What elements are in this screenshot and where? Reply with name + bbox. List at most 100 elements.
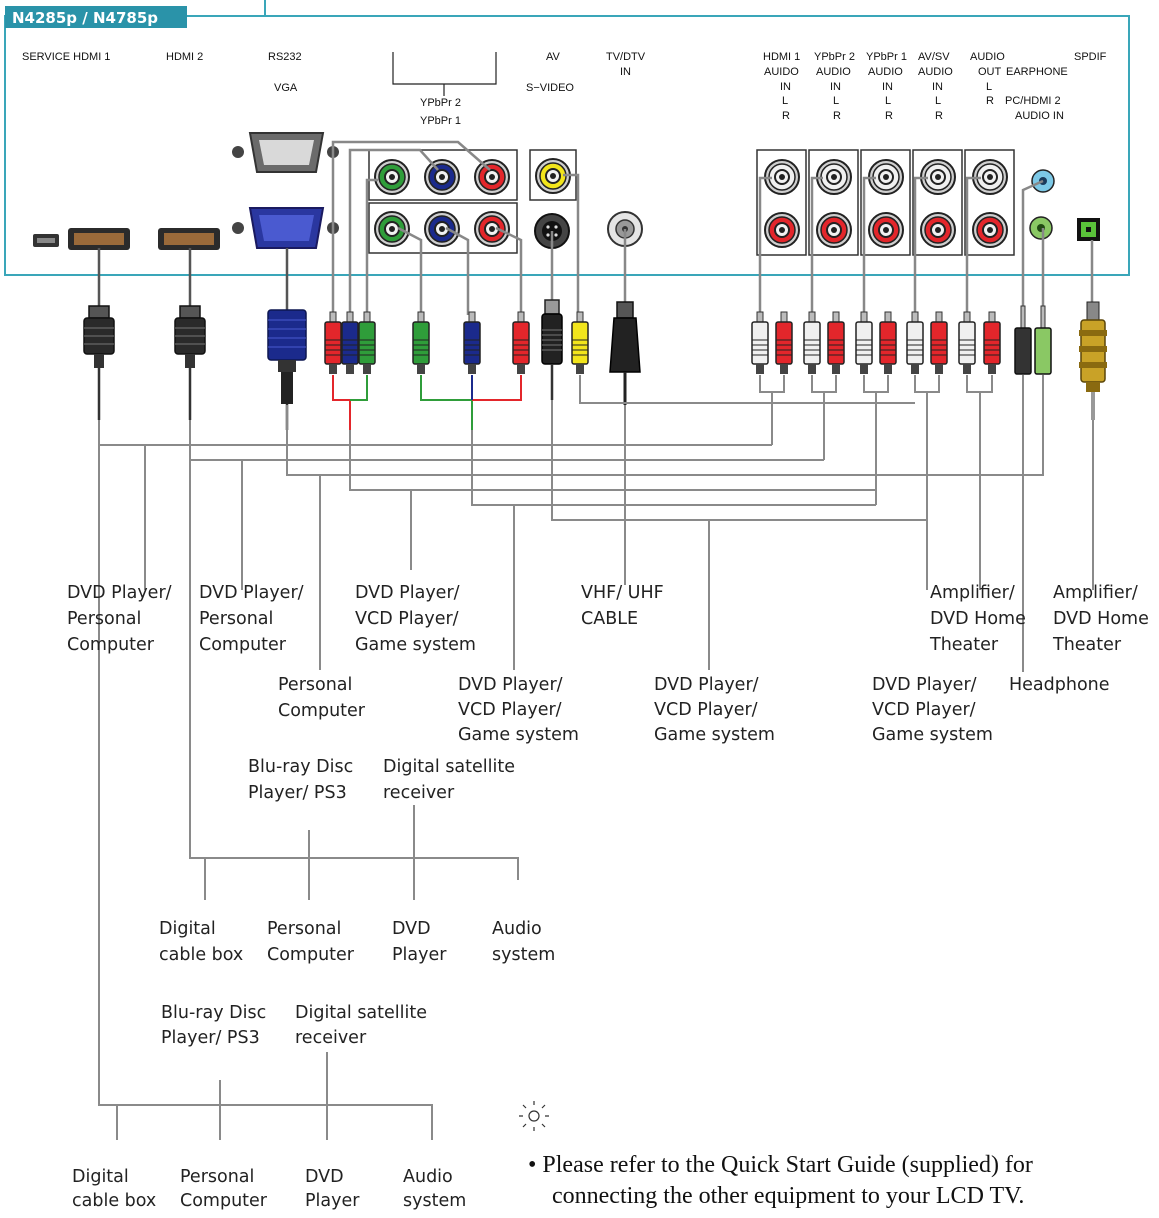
ypbpr1-audio-label: R	[885, 110, 893, 122]
av-video-jack	[535, 158, 571, 194]
model-label: N4285p / N4785p	[12, 9, 158, 27]
ypbpr1-jack	[474, 211, 510, 247]
hdmi1-audio-label: HDMI 1	[763, 51, 800, 63]
ypbpr2-audio-label: YPbPr 2	[814, 51, 855, 63]
routing-wires	[98, 375, 1094, 1140]
svideo-label: S−VIDEO	[526, 82, 574, 94]
ports	[33, 132, 1100, 256]
tv-dtv-label: TV/DTV	[606, 51, 646, 63]
av-video-plug	[571, 311, 589, 374]
coax-plug	[609, 301, 641, 405]
ypbpr2-label: YPbPr 2	[420, 97, 461, 109]
hdmi1-audio-label: L	[782, 95, 788, 107]
spdif-plug	[1079, 301, 1107, 420]
component-plug	[341, 311, 359, 374]
avsv-audio-label: AV/SV	[918, 51, 950, 63]
vga-port	[232, 207, 339, 249]
hdmi1-audio-label: IN	[780, 81, 791, 93]
service-port	[33, 234, 59, 247]
device-label-dvd-vcd-game-4: DVD Player/VCD Player/Game system	[872, 675, 993, 745]
audio-r-plug	[930, 311, 948, 374]
cable-plugs	[83, 299, 1107, 430]
component-plug	[512, 311, 530, 374]
pc-audio-port	[1029, 216, 1053, 240]
audio-r-plug	[827, 311, 845, 374]
avsv-audio-label: AUDIO	[918, 66, 953, 78]
ypbpr1-audio-label: YPbPr 1	[866, 51, 907, 63]
audio-r-jack	[868, 212, 904, 248]
tv-dtv-in-label: IN	[620, 66, 631, 78]
audio-r-jack	[920, 212, 956, 248]
hdmi2-port	[158, 228, 220, 250]
audio-l-plug	[958, 311, 976, 374]
hdmi1-port	[68, 228, 130, 250]
ypbpr2-audio-label: R	[833, 110, 841, 122]
ypbpr2-jack	[374, 159, 410, 195]
component-plug	[412, 311, 430, 374]
hdmi2-label: HDMI 2	[166, 51, 203, 63]
spdif-label: SPDIF	[1074, 51, 1107, 63]
component-plug	[463, 311, 481, 374]
device-label-dvd-vcd-game-3: DVD Player/VCD Player/Game system	[654, 675, 775, 745]
audio-out-label: OUT	[978, 66, 1002, 78]
pc-hdmi2-audio-label: AUDIO IN	[1015, 110, 1064, 122]
audio-l-plug	[751, 311, 769, 374]
audio-r-plug	[879, 311, 897, 374]
ypbpr1-audio-label: AUDIO	[868, 66, 903, 78]
note-line-2: connecting the other equipment to your L…	[552, 1183, 1024, 1209]
device-label-dvd-vcd-game-2: DVD Player/VCD Player/Game system	[458, 675, 579, 745]
audio-r-jack	[816, 212, 852, 248]
audio-l-jack	[868, 159, 904, 195]
ypbpr2-jack	[424, 159, 460, 195]
avsv-audio-label: R	[935, 110, 943, 122]
audio-l-plug	[855, 311, 873, 374]
audio-r-jack	[764, 212, 800, 248]
hdmi1-audio-label: AUIDO	[764, 66, 799, 78]
hdmi2-plug	[174, 305, 206, 420]
av-label: AV	[546, 51, 561, 63]
vga-plug	[267, 309, 307, 430]
ypbpr1-audio-label: IN	[882, 81, 893, 93]
port-labels: SERVICE HDMI 1 HDMI 2 RS232 VGA YPbPr 2 …	[22, 51, 1107, 127]
component-plug	[358, 311, 376, 374]
ypbpr1-audio-label: L	[885, 95, 891, 107]
device-label-dvd-vcd-game-1: DVD Player/VCD Player/Game system	[355, 583, 476, 655]
audio-r-plug	[983, 311, 1001, 374]
ypbpr1-label: YPbPr 1	[420, 115, 461, 127]
note: • Please refer to the Quick Start Guide …	[519, 1101, 1033, 1209]
svideo-plug	[541, 299, 563, 400]
hdmi1-audio-label: R	[782, 110, 790, 122]
ypbpr2-audio-label: L	[833, 95, 839, 107]
avsv-audio-label: L	[935, 95, 941, 107]
ypbpr2-audio-label: IN	[830, 81, 841, 93]
pc-audio-plug	[1034, 305, 1052, 375]
pc-hdmi2-audio-label: PC/HDMI 2	[1005, 95, 1061, 107]
panel-cables	[97, 140, 1094, 320]
audio-l-jack	[920, 159, 956, 195]
ypbpr1-jack	[424, 211, 460, 247]
hdmi1-plug	[83, 305, 115, 420]
component-plug	[324, 311, 342, 374]
rs232-port	[232, 132, 339, 173]
audio-l-plug	[803, 311, 821, 374]
service-hdmi1-label: SERVICE HDMI 1	[22, 51, 110, 63]
note-line-1: • Please refer to the Quick Start Guide …	[528, 1152, 1033, 1178]
headphone-plug	[1014, 305, 1032, 375]
rca-jacks	[374, 158, 1008, 248]
audio-l-plug	[906, 311, 924, 374]
